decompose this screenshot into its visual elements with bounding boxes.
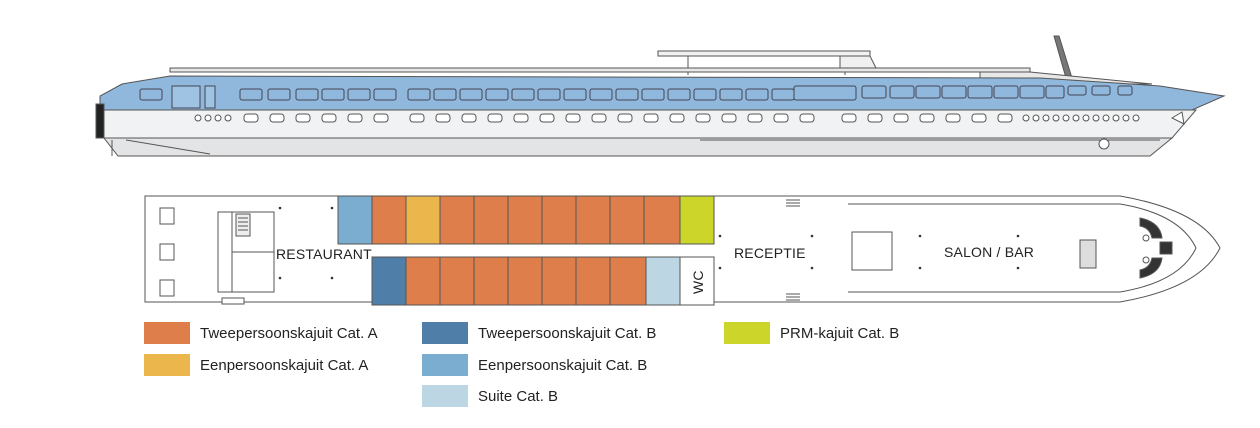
cabin-twin-a — [405, 256, 441, 306]
cabin-twin-a — [575, 256, 611, 306]
salon-bar-label: SALON / BAR — [944, 244, 1034, 260]
restaurant-label: RESTAURANT — [276, 246, 372, 262]
cabin-twin-a — [507, 195, 543, 245]
legend-swatch — [422, 322, 468, 344]
ship-portholes — [194, 113, 1140, 123]
legend-swatch — [422, 354, 468, 376]
cabin-twin-a — [609, 195, 645, 245]
legend-label: Eenpersoonskajuit Cat. B — [478, 356, 648, 374]
cabin-twin-a — [643, 195, 681, 245]
legend-swatch — [422, 385, 468, 407]
legend-item-prm-b: PRM-kajuit Cat. B — [724, 321, 899, 345]
legend-label: Suite Cat. B — [478, 387, 559, 405]
legend-item-single-b: Eenpersoonskajuit Cat. B — [422, 353, 647, 377]
ship-upper-windows — [139, 85, 1133, 109]
reception-label: RECEPTIE — [734, 245, 806, 261]
cabin-twin-a — [575, 195, 611, 245]
cabin-twin-a — [507, 256, 543, 306]
cabin-suite-b — [645, 256, 681, 306]
legend-item-suite-b: Suite Cat. B — [422, 384, 558, 408]
legend-label: Eenpersoonskajuit Cat. A — [200, 356, 369, 374]
cabin-twin-a — [541, 256, 577, 306]
cabin-twin-a — [439, 195, 475, 245]
legend-label: PRM-kajuit Cat. B — [780, 324, 900, 342]
cabin-twin-a — [541, 195, 577, 245]
wc-label: WC — [690, 270, 706, 294]
cabin-prm-b — [679, 195, 715, 245]
legend-swatch — [144, 354, 190, 376]
wc-room — [679, 256, 715, 306]
cabin-single-a — [405, 195, 441, 245]
legend-item-single-a: Eenpersoonskajuit Cat. A — [144, 353, 368, 377]
legend-label: Tweepersoonskajuit Cat. A — [200, 324, 378, 342]
legend-swatch — [724, 322, 770, 344]
deck-plan: RESTAURANT RECEPTIE SALON / BAR WC — [144, 195, 1221, 306]
legend-label: Tweepersoonskajuit Cat. B — [478, 324, 657, 342]
legend-item-twin-a: Tweepersoonskajuit Cat. A — [144, 321, 378, 345]
cabin-twin-a — [609, 256, 647, 306]
legend-swatch — [144, 322, 190, 344]
legend-item-twin-b: Tweepersoonskajuit Cat. B — [422, 321, 656, 345]
